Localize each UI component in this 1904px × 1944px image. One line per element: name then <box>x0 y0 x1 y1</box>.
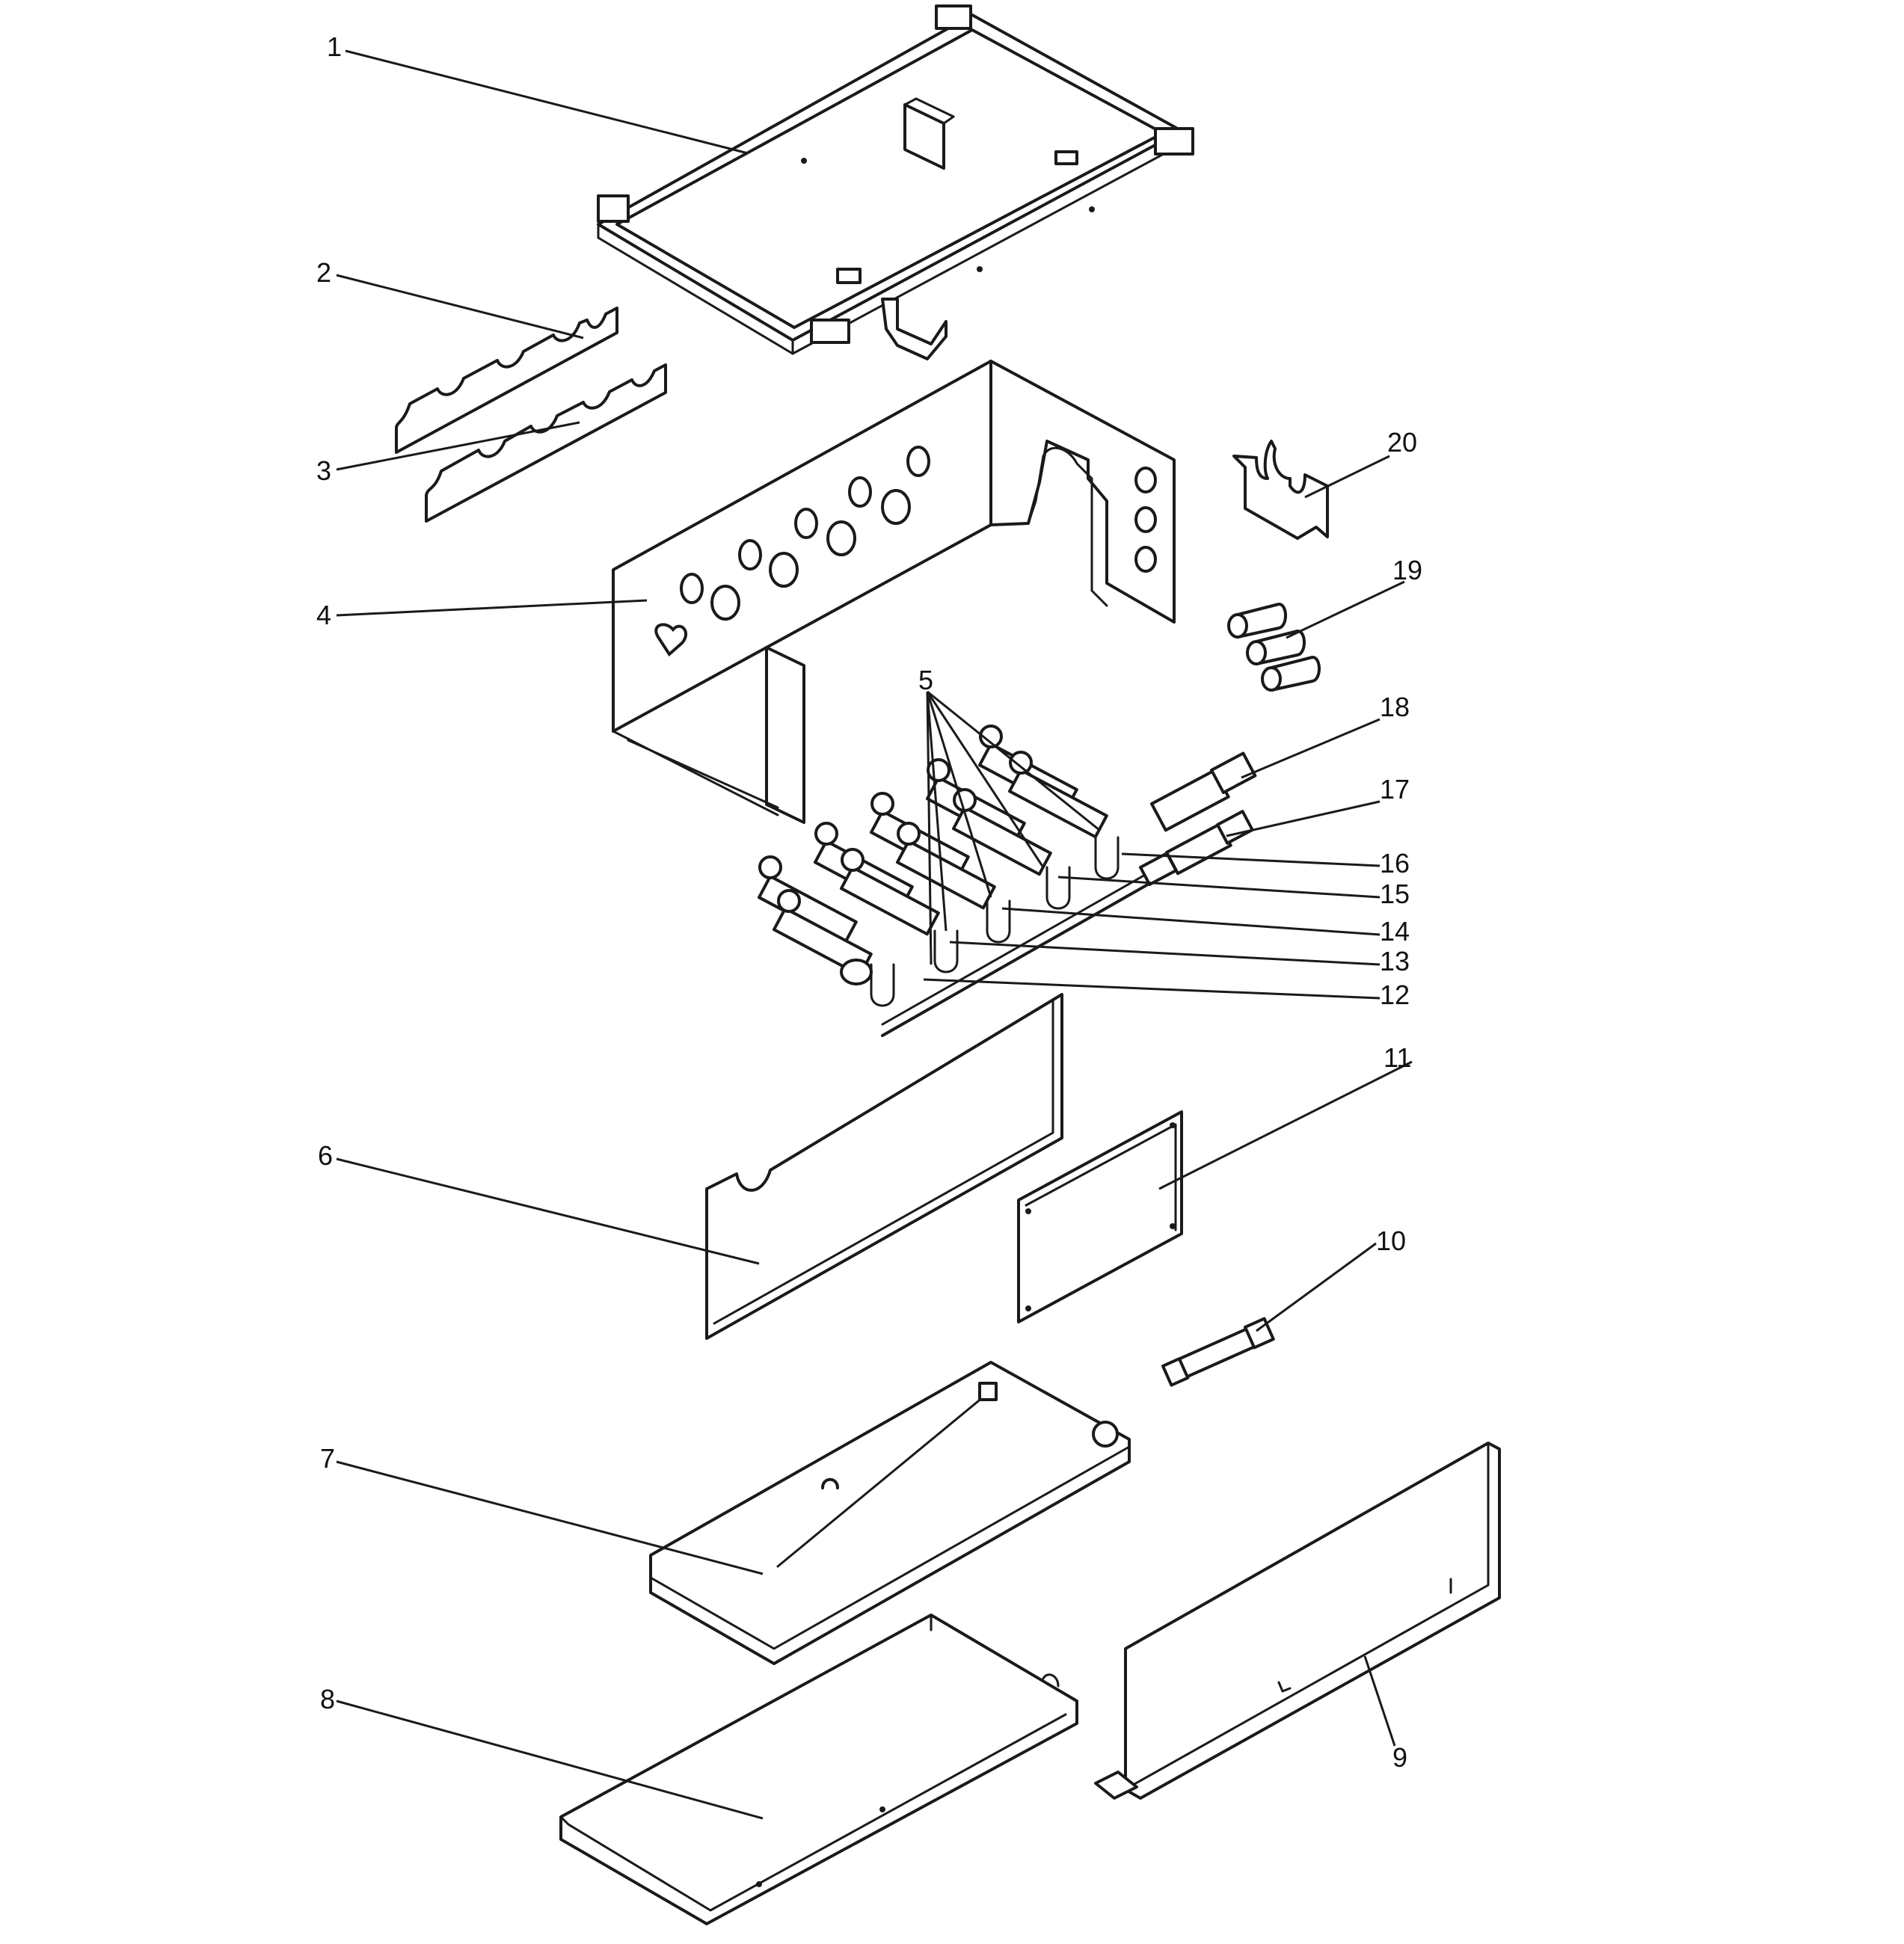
part-4-housing <box>612 360 1176 824</box>
tube <box>1007 769 1108 839</box>
leader-lines <box>336 49 1413 1820</box>
callout-17: 17 <box>1380 774 1410 805</box>
part-7-tray <box>649 1361 1131 1665</box>
tube <box>895 840 996 910</box>
callout-14: 14 <box>1380 916 1410 947</box>
callout-10: 10 <box>1376 1225 1406 1256</box>
part-19-spacers <box>1227 603 1321 692</box>
part-5-tube-bundle <box>757 725 1257 1037</box>
callout-8: 8 <box>320 1684 335 1714</box>
callout-13: 13 <box>1380 946 1410 976</box>
callout-6: 6 <box>318 1140 333 1171</box>
callout-12: 12 <box>1380 979 1410 1010</box>
callout-4: 4 <box>316 600 331 630</box>
callout-11: 11 <box>1384 1042 1411 1073</box>
callout-16: 16 <box>1380 848 1410 879</box>
callout-3: 3 <box>316 455 331 486</box>
part-6-panel <box>705 993 1063 1340</box>
callout-18: 18 <box>1380 692 1410 722</box>
callout-7: 7 <box>320 1443 335 1474</box>
callout-5: 5 <box>918 665 933 695</box>
part-9-l-panel <box>1094 1442 1501 1800</box>
part-3-slotted-bar <box>425 363 667 523</box>
part-1-top-frame <box>597 4 1194 360</box>
part-20-bracket <box>1232 440 1329 540</box>
callout-19: 19 <box>1392 555 1422 585</box>
callout-1: 1 <box>327 31 342 62</box>
callout-labels: 1 2 3 4 5 6 7 8 9 10 11 12 13 14 15 16 1… <box>316 31 1422 1773</box>
part-2-slotted-bar <box>395 307 618 454</box>
callout-2: 2 <box>316 257 331 288</box>
callout-20: 20 <box>1387 427 1417 458</box>
part-10-threaded-rod <box>1161 1317 1275 1387</box>
part-11-plate <box>1017 1110 1183 1323</box>
callout-9: 9 <box>1392 1742 1407 1773</box>
callout-15: 15 <box>1380 879 1410 909</box>
tube <box>951 806 1052 876</box>
tube <box>839 865 940 936</box>
part-8-base-plate <box>559 1614 1078 1925</box>
